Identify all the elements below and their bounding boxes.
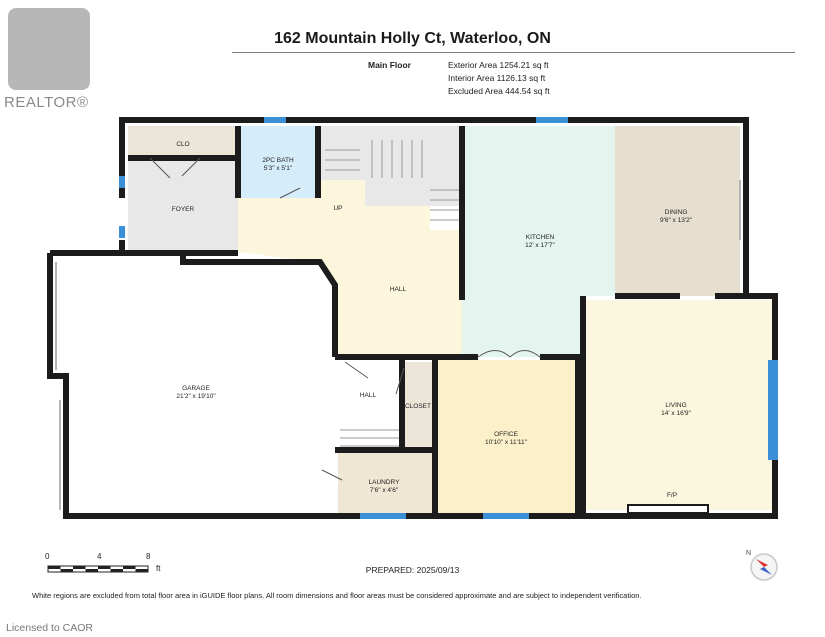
up-label: UP <box>333 205 342 212</box>
compass-n-label: N <box>746 550 751 557</box>
fireplace <box>627 504 709 514</box>
excluded-area: Excluded Area 444.54 sq ft <box>448 86 550 96</box>
realtor-watermark: REALTOR® <box>4 6 96 111</box>
laundry-fill <box>338 452 434 514</box>
clo-fill <box>128 126 238 158</box>
office-dims: 10'10" x 11'11" <box>485 439 528 446</box>
bath-label: 2PC BATH <box>262 157 294 164</box>
kitchen-dims: 12' x 17'7" <box>525 242 555 249</box>
realtor-watermark-text: REALTOR® <box>4 94 89 111</box>
hall-small-label: HALL <box>360 392 377 399</box>
windows <box>119 117 778 519</box>
closet-label: CLOSET <box>405 403 431 410</box>
office-label: OFFICE <box>494 431 518 438</box>
disclaimer: White regions are excluded from total fl… <box>32 591 642 600</box>
garage-dims: 21'2" x 19'10" <box>176 393 216 400</box>
compass-icon: N <box>742 545 782 585</box>
bath-dims: 5'3" x 5'1" <box>264 165 293 172</box>
hall-main-label: HALL <box>390 286 407 293</box>
garage-label: GARAGE <box>182 385 210 392</box>
laundry-label: LAUNDRY <box>369 479 401 486</box>
garage-window-lines <box>55 180 741 510</box>
living-dims: 14' x 16'9" <box>661 410 691 417</box>
licensed-footer: Licensed to CAOR <box>6 622 93 634</box>
hall-main-fill <box>238 180 462 357</box>
scale-bar: 0 4 8 ft <box>40 552 170 582</box>
walls <box>47 117 778 519</box>
scale-tick-8: 8 <box>146 552 151 561</box>
stairs-lines <box>325 140 460 447</box>
floor-label: Main Floor <box>368 60 411 70</box>
scale-unit: ft <box>156 564 161 573</box>
fp-label: F/P <box>667 492 677 499</box>
office-fill <box>438 360 578 515</box>
kitchen-fill <box>462 126 615 357</box>
bath-fill <box>240 126 318 198</box>
scale-tick-4: 4 <box>97 552 102 561</box>
dining-dims: 9'6" x 13'2" <box>660 217 693 224</box>
dining-label: DINING <box>665 209 688 216</box>
kitchen-label: KITCHEN <box>526 234 555 241</box>
living-fill <box>583 300 773 510</box>
living-label: LIVING <box>665 402 686 409</box>
doors <box>149 157 541 481</box>
clo-label: CLO <box>176 141 189 148</box>
exterior-area: Exterior Area 1254.21 sq ft <box>448 60 549 70</box>
header-divider <box>232 52 795 53</box>
page-title: 162 Mountain Holly Ct, Waterloo, ON <box>274 30 551 47</box>
scale-bar-graphic <box>47 565 149 573</box>
laundry-dims: 7'6" x 4'6" <box>370 487 399 494</box>
foyer-fill <box>128 158 238 253</box>
prepared-date: PREPARED: 2025/09/13 <box>365 565 460 575</box>
dining-fill <box>615 126 740 296</box>
realtor-logo-icon <box>8 8 90 90</box>
interior-area: Interior Area 1126.13 sq ft <box>448 73 546 83</box>
foyer-label: FOYER <box>172 206 195 213</box>
closet-fill <box>404 362 432 450</box>
scale-tick-0: 0 <box>45 552 50 561</box>
